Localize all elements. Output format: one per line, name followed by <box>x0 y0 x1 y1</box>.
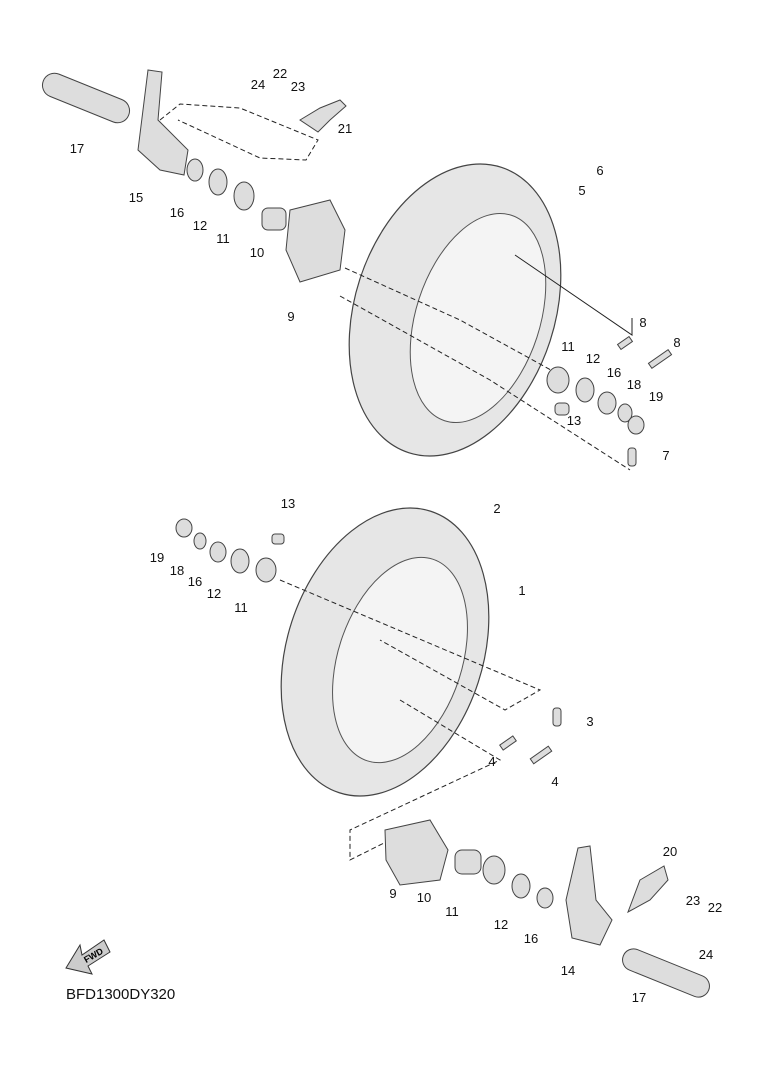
bracket-20 <box>627 865 669 914</box>
axle-17-bottom <box>622 948 710 998</box>
callout: 12 <box>193 218 207 233</box>
callout: 5 <box>578 183 585 198</box>
axle-17-top <box>41 72 131 124</box>
callout: 11 <box>216 231 230 246</box>
callout: 12 <box>494 917 508 932</box>
callout: 18 <box>170 563 184 578</box>
callout: 4 <box>551 774 558 789</box>
callout: 7 <box>662 448 669 463</box>
diagram-code: BFD1300DY320 <box>66 986 176 1003</box>
callout: 10 <box>417 890 431 905</box>
callout: 19 <box>150 550 164 565</box>
top-labels: 17 15 16 12 11 10 9 24 22 23 21 6 5 8 8 … <box>70 66 681 463</box>
callout: 22 <box>708 900 722 915</box>
callout: 11 <box>445 904 459 919</box>
callout: 24 <box>699 947 713 962</box>
callout: 2 <box>493 501 500 516</box>
callout: 8 <box>673 335 680 350</box>
hub-9-top <box>285 199 346 283</box>
callout: 18 <box>627 377 641 392</box>
callout: 11 <box>561 339 575 354</box>
callout: 20 <box>663 844 677 859</box>
callout: 22 <box>273 66 287 81</box>
front-rim <box>332 556 468 764</box>
callout: 17 <box>70 141 84 156</box>
swingarm-part-15 <box>137 69 189 176</box>
callout: 8 <box>639 315 646 330</box>
callout: 12 <box>586 351 600 366</box>
callout: 15 <box>129 190 143 205</box>
callout: 13 <box>567 413 581 428</box>
callout: 16 <box>524 931 538 946</box>
bottom-labels: 13 2 19 18 16 12 11 1 3 4 4 20 23 22 24 … <box>150 496 722 1005</box>
callout: 11 <box>234 600 248 615</box>
callout: 3 <box>586 714 593 729</box>
hub-9-bottom <box>384 819 449 886</box>
callout: 24 <box>251 77 265 92</box>
callout: 1 <box>518 583 525 598</box>
callout: 12 <box>207 586 221 601</box>
callout: 23 <box>291 79 305 94</box>
callout: 6 <box>596 163 603 178</box>
callout: 4 <box>488 754 495 769</box>
bottom-assembly <box>175 507 710 998</box>
rear-rim <box>409 213 547 423</box>
callout: 19 <box>649 389 663 404</box>
fork-part-14 <box>565 845 613 946</box>
callout: 14 <box>561 963 575 978</box>
callout: 13 <box>281 496 295 511</box>
top-assembly <box>41 69 673 471</box>
callout: 9 <box>287 309 294 324</box>
bracket-21 <box>299 99 347 133</box>
callout: 16 <box>170 205 184 220</box>
callout: 16 <box>607 365 621 380</box>
callout: 21 <box>338 121 352 136</box>
callout: 16 <box>188 574 202 589</box>
callout: 17 <box>632 990 646 1005</box>
callout: 23 <box>686 893 700 908</box>
callout: 9 <box>389 886 396 901</box>
callout: 10 <box>250 245 264 260</box>
fwd-arrow-icon: FWD <box>65 939 111 975</box>
